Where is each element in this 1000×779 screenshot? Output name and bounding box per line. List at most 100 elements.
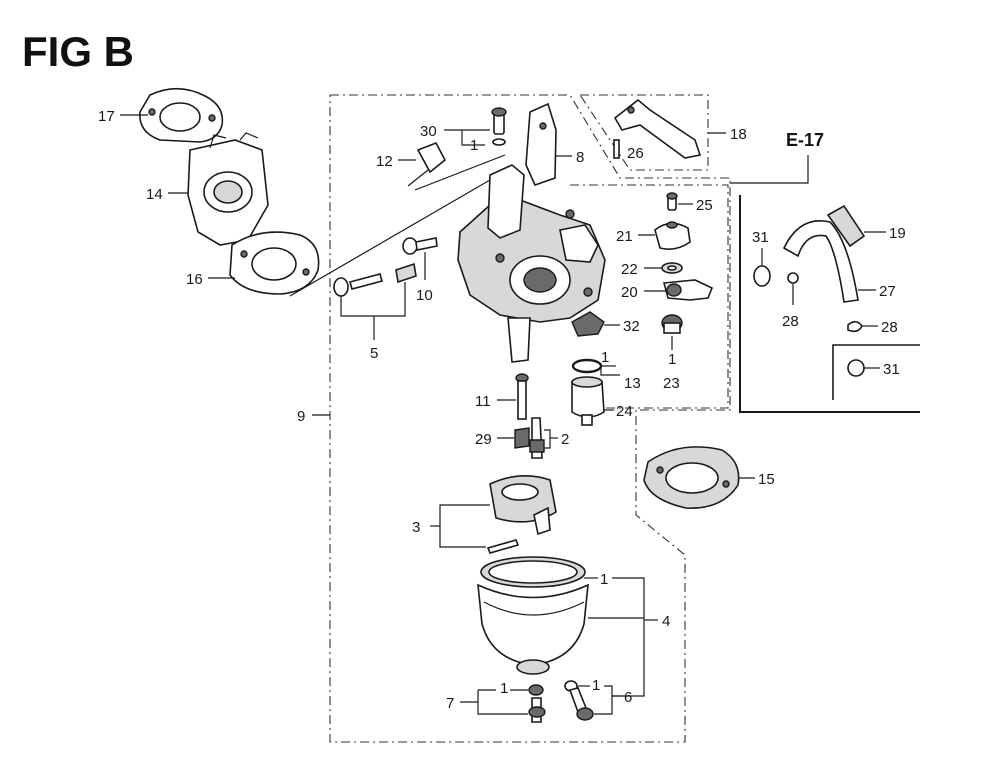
clip-28-upper[interactable]: [787, 272, 799, 284]
drain-screw-6[interactable]: [564, 680, 594, 721]
callout-1-13: 1 13: [600, 349, 641, 392]
o-ring-13[interactable]: [571, 358, 603, 374]
callout-24: 24: [604, 403, 633, 420]
clip-28-lower[interactable]: [847, 320, 863, 333]
callout-1-6: 1 6: [578, 677, 632, 715]
float-pin[interactable]: [486, 539, 520, 554]
callout-10: 10: [416, 252, 433, 304]
gasket-17[interactable]: [139, 87, 224, 143]
callout-14: 14: [146, 186, 188, 203]
svg-text:30: 30: [420, 123, 437, 140]
gasket-16[interactable]: [229, 231, 320, 295]
svg-text:29: 29: [475, 431, 492, 448]
leader-insulator: [289, 179, 491, 297]
callout-32: 32: [604, 318, 640, 335]
screw-25[interactable]: [666, 192, 678, 211]
callout-26: 26: [627, 145, 644, 162]
bolt-7[interactable]: [528, 684, 546, 723]
svg-text:31: 31: [752, 229, 769, 246]
callout-25: 25: [678, 197, 713, 214]
svg-text:20: 20: [621, 284, 638, 301]
jet-2[interactable]: [529, 417, 545, 459]
clip-31-left[interactable]: [753, 265, 771, 287]
svg-text:1: 1: [592, 677, 600, 694]
callout-5: 5: [340, 282, 406, 362]
figure-title: FIG B: [22, 28, 134, 75]
choke-valve-8[interactable]: [525, 102, 557, 186]
callout-1-4: 1 4: [584, 571, 670, 697]
svg-text:28: 28: [881, 319, 898, 336]
insulator-14[interactable]: [187, 132, 269, 246]
svg-text:9: 9: [297, 408, 305, 425]
callout-28-upper: 28: [782, 284, 799, 330]
float-valve-seat-21[interactable]: [654, 221, 691, 250]
callout-2: 2: [544, 429, 569, 449]
svg-text:1: 1: [601, 349, 609, 366]
float-24[interactable]: [571, 376, 605, 426]
callout-11: 11: [475, 393, 516, 410]
svg-text:17: 17: [98, 108, 115, 125]
callout-30-1: 30 1: [420, 123, 490, 154]
carburetor-body[interactable]: [457, 164, 606, 363]
svg-text:31: 31: [883, 361, 900, 378]
svg-text:22: 22: [621, 261, 638, 278]
svg-text:12: 12: [376, 153, 393, 170]
svg-text:27: 27: [879, 283, 896, 300]
svg-text:1: 1: [600, 571, 608, 588]
svg-text:32: 32: [623, 318, 640, 335]
joint-19[interactable]: [826, 204, 866, 248]
leader-lever: [414, 154, 506, 191]
packing-32[interactable]: [571, 311, 605, 337]
float-chamber-4[interactable]: [477, 556, 589, 675]
callout-1-23: 1 23: [663, 336, 680, 392]
callout-27: 27: [858, 283, 896, 300]
svg-text:1: 1: [470, 137, 478, 154]
pin-26[interactable]: [613, 139, 620, 159]
callout-31-left: 31: [752, 229, 769, 266]
pilot-screw-11[interactable]: [515, 373, 529, 420]
choke-lever-18[interactable]: [613, 98, 702, 159]
screw-10[interactable]: [402, 237, 438, 255]
callout-20: 20: [621, 284, 666, 301]
svg-text:11: 11: [475, 393, 491, 410]
spring-29[interactable]: [514, 427, 530, 449]
jet-23[interactable]: [661, 314, 683, 334]
tube-27[interactable]: [782, 220, 859, 303]
svg-text:16: 16: [186, 271, 203, 288]
callout-28-lower: 28: [862, 319, 898, 336]
callout-8: 8: [556, 149, 584, 166]
callout-12: 12: [376, 153, 416, 170]
svg-text:5: 5: [370, 345, 378, 362]
callout-22: 22: [621, 261, 662, 278]
clip-group-bracket: [832, 344, 920, 400]
svg-text:14: 14: [146, 186, 163, 203]
float-3[interactable]: [489, 475, 557, 536]
svg-text:2: 2: [561, 431, 569, 448]
assembly-boundary: [329, 94, 731, 743]
svg-text:4: 4: [662, 613, 670, 630]
svg-text:21: 21: [616, 228, 633, 245]
callout-16: 16: [186, 271, 235, 288]
callout-19: 19: [864, 225, 906, 242]
clip-31-right[interactable]: [847, 359, 865, 377]
svg-text:13: 13: [624, 375, 641, 392]
svg-text:26: 26: [627, 145, 644, 162]
throttle-stop-screw-5[interactable]: [333, 262, 417, 297]
svg-text:19: 19: [889, 225, 906, 242]
lever-12[interactable]: [407, 141, 447, 187]
svg-text:18: 18: [730, 126, 747, 143]
callout-31-right: 31: [864, 361, 900, 378]
callout-17: 17: [98, 108, 148, 125]
callout-3: 3: [412, 504, 490, 548]
callout-29: 29: [475, 431, 514, 448]
screw-30[interactable]: [491, 107, 507, 146]
callout-15: 15: [738, 471, 775, 488]
section-reference: E-17: [786, 130, 824, 150]
callout-9: 9: [297, 408, 330, 425]
svg-text:28: 28: [782, 313, 799, 330]
svg-text:3: 3: [412, 519, 420, 536]
valve-20[interactable]: [662, 279, 714, 301]
washer-22[interactable]: [661, 262, 683, 274]
gasket-15[interactable]: [643, 446, 740, 509]
